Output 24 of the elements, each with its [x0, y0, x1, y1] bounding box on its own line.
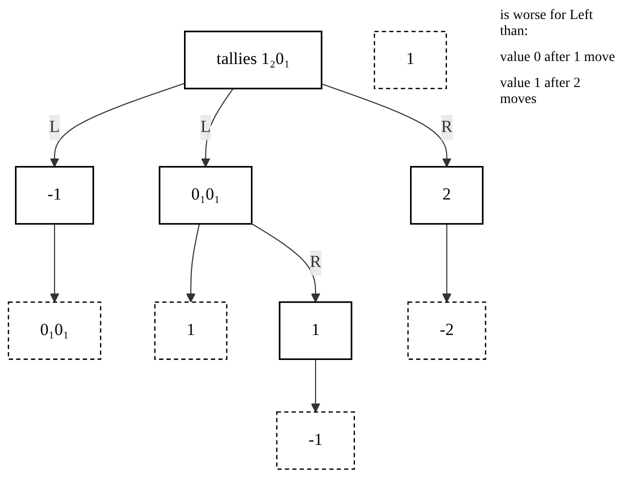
node-box: 0₁0₁: [8, 301, 102, 360]
arrow: [251, 222, 320, 302]
node-box: 2: [410, 166, 484, 224]
note-text: is worse for Left than:: [500, 8, 594, 40]
note-text: value 0 after 1 move: [500, 50, 616, 66]
arrow: [321, 83, 452, 167]
node-box: tallies 1₂0₁: [184, 30, 322, 90]
edge-label: R: [310, 253, 322, 272]
arrow: [186, 223, 200, 302]
node-box: 1: [278, 301, 352, 360]
node-box: -2: [407, 301, 486, 360]
edge-label: L: [200, 118, 211, 136]
node-box: 0₁0₁: [158, 166, 252, 224]
edge-label: R: [441, 118, 452, 136]
node-box: -1: [276, 411, 355, 470]
edge-label: L: [49, 118, 60, 136]
arrow: [442, 224, 452, 302]
note-text: value 1 after 2 moves: [500, 76, 582, 108]
node-box: 1: [154, 301, 228, 360]
node-box: -1: [14, 166, 94, 224]
node-box: 1: [374, 30, 447, 89]
arrow: [50, 224, 60, 302]
arrow: [50, 82, 185, 167]
arrow: [310, 358, 320, 412]
